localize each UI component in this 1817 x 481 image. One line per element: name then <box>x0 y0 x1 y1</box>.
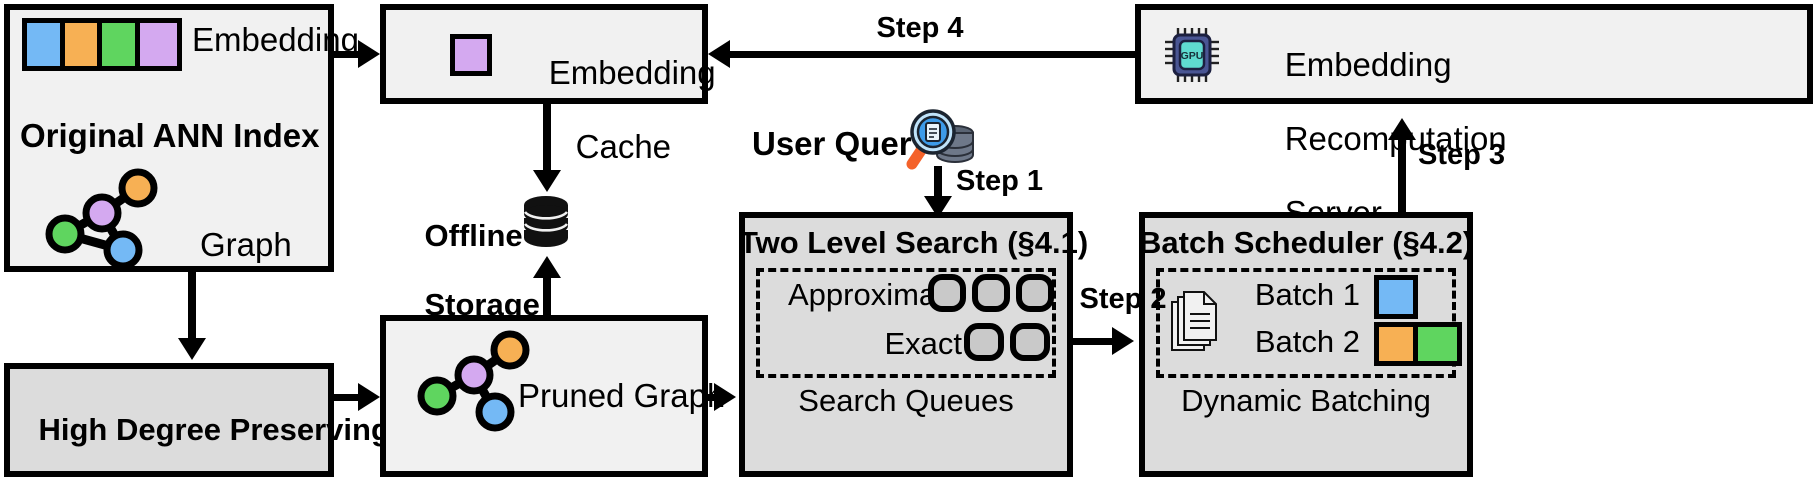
embedding-swatch-row <box>22 18 182 71</box>
arrow-index-to-pruning-head <box>178 338 206 360</box>
pruned-graph-icon <box>412 330 532 432</box>
embedding-swatch-green <box>102 23 140 66</box>
arrow-index-to-pruning-line <box>188 272 196 344</box>
step-4-label: Step 4 <box>876 12 964 44</box>
arrow-prunedgraph-to-search-head <box>714 383 736 411</box>
arrow-step3-head <box>1388 118 1416 140</box>
arrow-step2-line <box>1073 338 1119 345</box>
two-level-search-title: Two Level Search (§4.1) <box>739 225 1089 260</box>
embedding-cache-line2: Cache <box>575 127 672 165</box>
approximate-queue-chip-1[interactable] <box>928 274 966 312</box>
arrow-step1-head <box>924 196 952 218</box>
graph-label: Graph <box>200 226 292 263</box>
hdp-line1: High Degree Preserving <box>38 411 390 447</box>
arrow-prunedgraph-to-search-line <box>708 394 718 401</box>
exact-queue-chip-2[interactable] <box>1010 323 1050 361</box>
embedding-label: Embedding <box>192 21 359 58</box>
arrow-index-to-cache-head <box>358 40 380 68</box>
pruned-graph-label: Pruned Graph <box>518 377 726 414</box>
exact-row-label: Exact <box>884 326 962 361</box>
batch-1-swatch-blue <box>1374 275 1418 319</box>
pruned-graph-box <box>380 315 708 477</box>
embedding-cache-line1: Embedding <box>548 53 716 91</box>
arrow-pruning-to-prunedgraph-head <box>358 383 380 411</box>
ers-line1: Embedding <box>1284 45 1452 83</box>
documents-stack-icon <box>1168 288 1224 354</box>
arrow-step3-line <box>1398 130 1406 214</box>
step-2-label: Step 2 <box>1079 283 1167 315</box>
batch-2-swatch-green <box>1418 327 1457 361</box>
batch-2-swatch-row <box>1374 322 1462 366</box>
dynamic-batching-footer: Dynamic Batching <box>1181 383 1431 418</box>
arrow-step4-head <box>708 40 730 68</box>
original-ann-index-title: Original ANN Index <box>20 117 320 154</box>
arrow-prunedgraph-to-storage-line <box>543 268 551 318</box>
embedding-cache-box <box>380 4 708 104</box>
query-search-database-icon <box>900 104 976 176</box>
batch-2-label: Batch 2 <box>1254 324 1360 359</box>
original-index-graph-icon <box>40 168 160 270</box>
database-cylinder-icon <box>522 194 570 250</box>
search-queues-dashbox <box>756 268 1056 378</box>
high-degree-pruning-title: High Degree Preserving Graph Pruning (§5… <box>4 378 389 481</box>
arrow-step1-line <box>934 166 942 206</box>
arrow-step4-line <box>730 51 1138 58</box>
arrow-index-to-cache-line <box>334 51 362 58</box>
arrow-cache-to-storage-line <box>543 104 551 176</box>
embedding-swatch-purple <box>139 23 177 66</box>
arrow-prunedgraph-to-storage-head <box>533 256 561 278</box>
arrow-pruning-to-prunedgraph-line <box>334 394 362 401</box>
offline-storage-line1: Offline <box>424 217 523 253</box>
exact-queue-chip-1[interactable] <box>964 323 1004 361</box>
approximate-queue-chip-3[interactable] <box>1016 274 1054 312</box>
batch-1-label: Batch 1 <box>1254 277 1360 312</box>
batch-scheduler-title: Batch Scheduler (§4.2) <box>1139 225 1474 260</box>
embedding-swatch-blue <box>27 23 65 66</box>
approximate-queue-chip-2[interactable] <box>972 274 1010 312</box>
high-degree-pruning-box <box>4 363 334 477</box>
svg-text:GPU: GPU <box>1181 50 1204 62</box>
step-1-label: Step 1 <box>956 165 1044 197</box>
embedding-recomputation-server-box <box>1135 4 1813 104</box>
search-queues-footer: Search Queues <box>798 383 1014 418</box>
arrow-step2-head <box>1112 327 1134 355</box>
embedding-swatch-orange <box>64 23 103 66</box>
gpu-chip-icon: GPU <box>1163 26 1223 84</box>
step-3-label: Step 3 <box>1418 139 1506 171</box>
embedding-cache-title: Embedding Cache <box>512 18 716 203</box>
embedding-cache-swatch <box>450 34 492 76</box>
arrow-cache-to-storage-head <box>533 170 561 192</box>
batch-2-swatch-orange <box>1379 327 1418 361</box>
